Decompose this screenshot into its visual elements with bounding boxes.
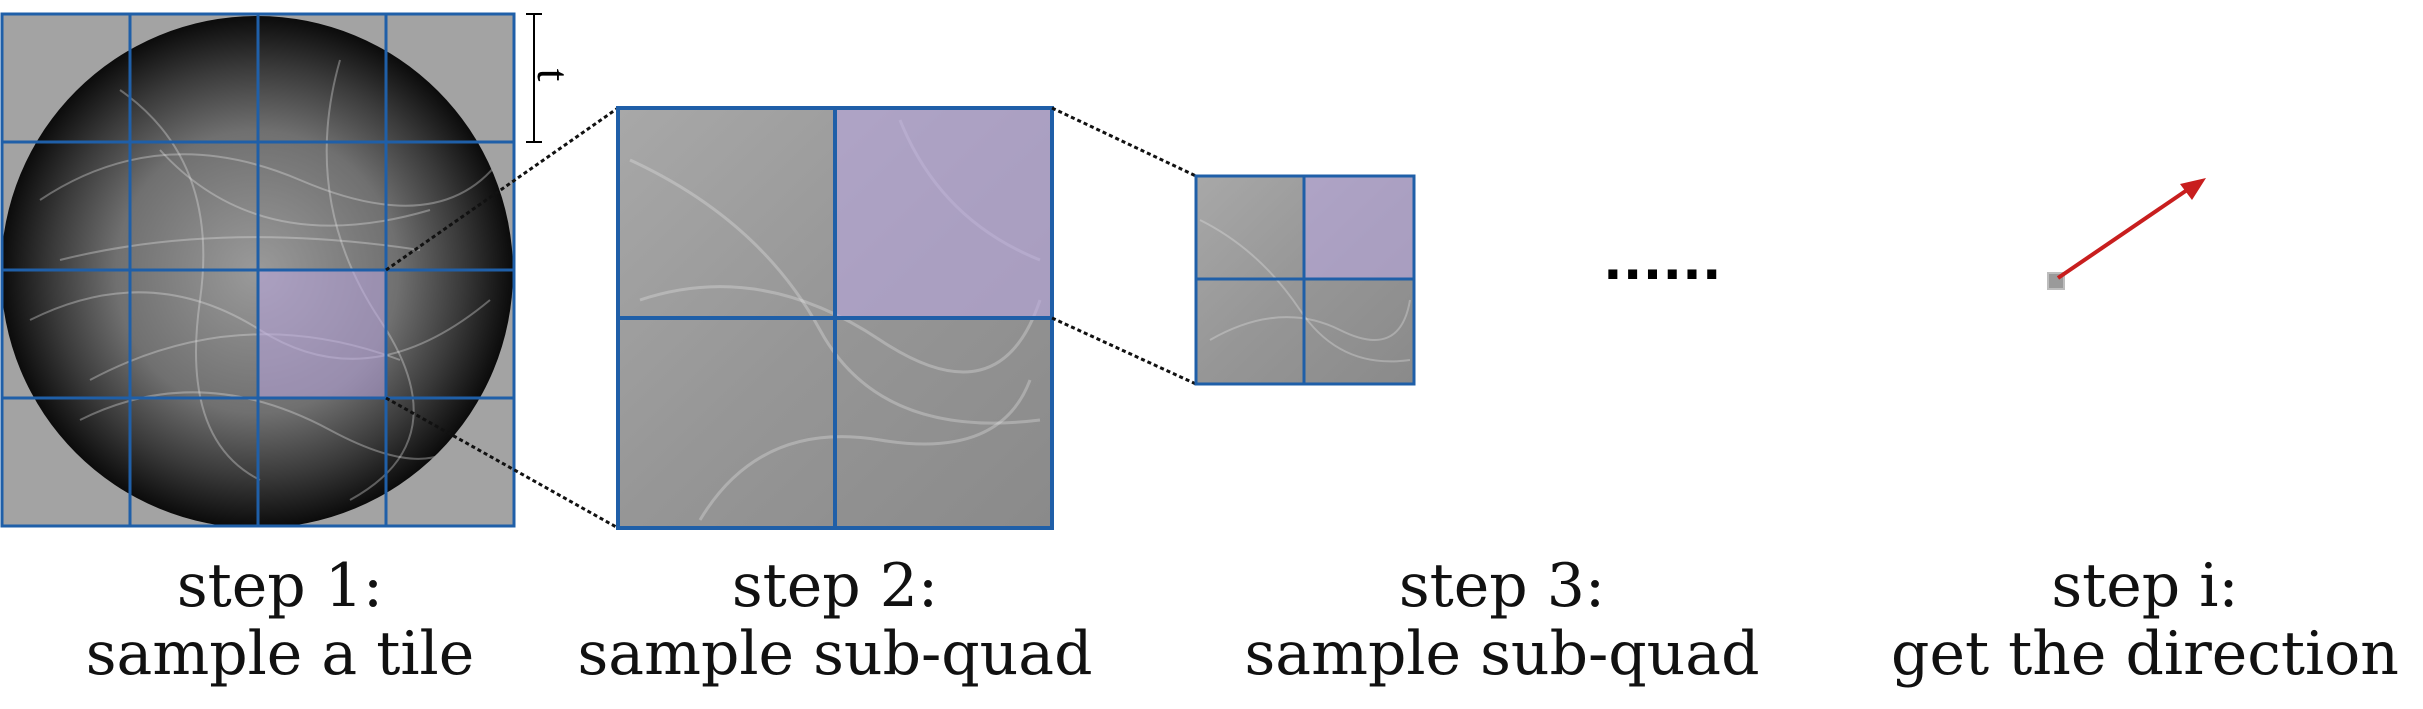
step3-caption: step 3: sample sub-quad (1232, 552, 1772, 688)
step1-tile-panel (0, 12, 542, 528)
step1-selected-tile (258, 270, 386, 398)
step3-title: step 3: (1398, 551, 1606, 621)
stepi-caption: step i: get the direction (1870, 552, 2420, 688)
step3-selected-quad (1304, 176, 1414, 279)
direction-arrow-icon (2056, 186, 2192, 280)
tile-size-label: t (528, 68, 579, 82)
step1-grid (0, 12, 516, 528)
zoom-lines-2 (1051, 106, 1197, 386)
step1-caption: step 1: sample a tile (40, 552, 520, 688)
step2-caption: step 2: sample sub-quad (565, 552, 1105, 688)
step1-title: step 1: (176, 551, 384, 621)
step2-selected-quad (835, 108, 1052, 318)
step2-subtitle: sample sub-quad (577, 619, 1093, 689)
step3-quad-panel (1194, 174, 1416, 386)
step1-subtitle: sample a tile (85, 619, 475, 689)
stepi-subtitle: get the direction (1891, 619, 2399, 689)
step3-subtitle: sample sub-quad (1244, 619, 1760, 689)
ellipsis-dots: ...... (1604, 221, 1723, 293)
stepi-title: step i: (2051, 551, 2239, 621)
step2-title: step 2: (731, 551, 939, 621)
stepi-direction-panel (2047, 178, 2206, 290)
step2-quad-panel (616, 106, 1054, 530)
direction-arrowhead (2180, 178, 2206, 200)
zoom-lines-1 (385, 106, 619, 530)
tile-size-marker (526, 13, 542, 143)
